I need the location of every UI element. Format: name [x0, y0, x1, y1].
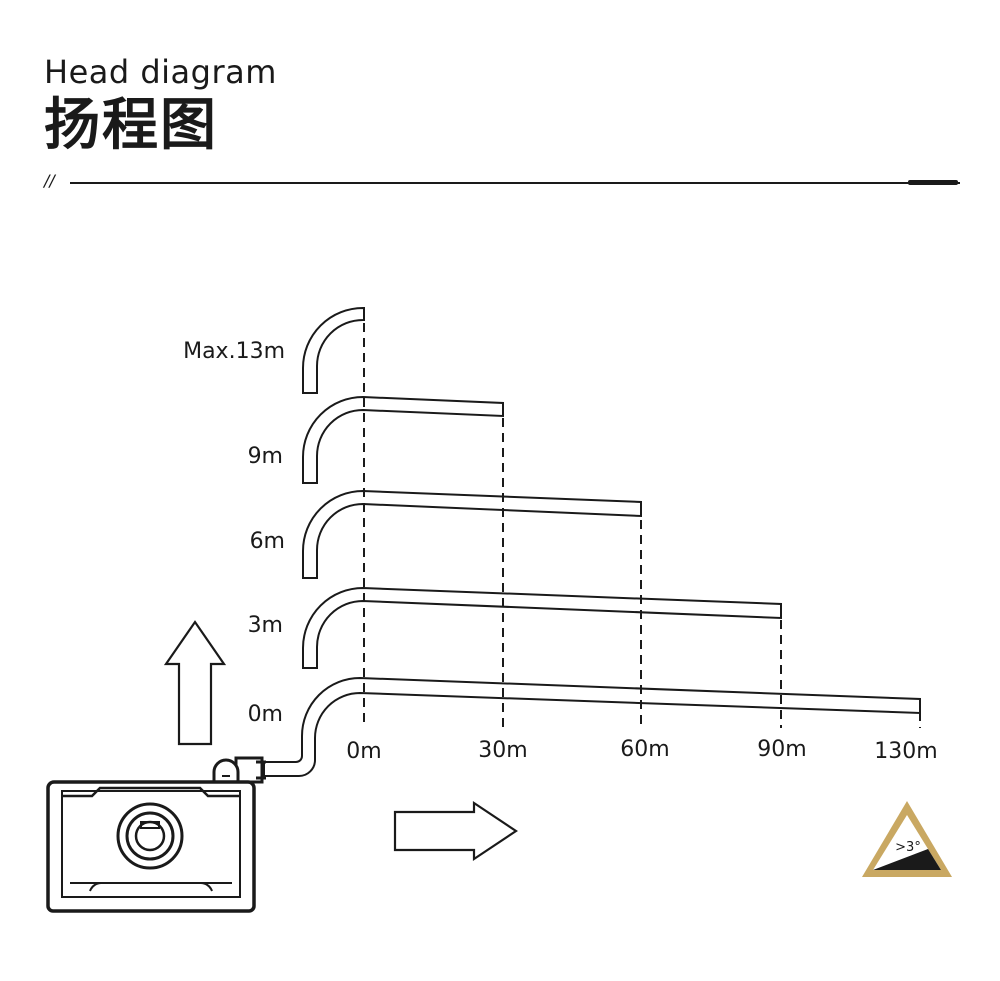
divider-line — [70, 182, 960, 184]
distance-label-60m: 60m — [620, 737, 669, 762]
pipe-max-13m — [302, 307, 365, 394]
divider-mark: // — [44, 171, 55, 190]
pipe-3m — [302, 586, 782, 669]
divider-accent — [908, 180, 958, 185]
right-arrow-icon — [393, 800, 518, 862]
head-label-0m: 0m — [248, 702, 283, 727]
head-label-3m: 3m — [248, 613, 283, 638]
slope-badge-text: >3° — [895, 840, 921, 855]
head-label-6m: 6m — [250, 529, 285, 554]
distance-label-0m: 0m — [346, 739, 381, 764]
pipe-6m — [302, 489, 642, 579]
dashed-reference-lines — [363, 308, 921, 728]
pipe-9m — [302, 395, 504, 484]
head-label-max-13m: Max.13m — [183, 339, 285, 364]
pump-unit — [46, 756, 266, 913]
distance-label-90m: 90m — [757, 737, 806, 762]
pipe-0m — [263, 676, 921, 777]
title-chinese: 扬程图 — [44, 93, 218, 158]
slope-warning-icon: >3° — [862, 801, 952, 877]
title-english: Head diagram — [44, 53, 277, 91]
head-label-9m: 9m — [248, 444, 283, 469]
up-arrow-icon — [163, 620, 227, 746]
distance-label-130m: 130m — [874, 739, 937, 764]
distance-label-30m: 30m — [478, 738, 527, 763]
